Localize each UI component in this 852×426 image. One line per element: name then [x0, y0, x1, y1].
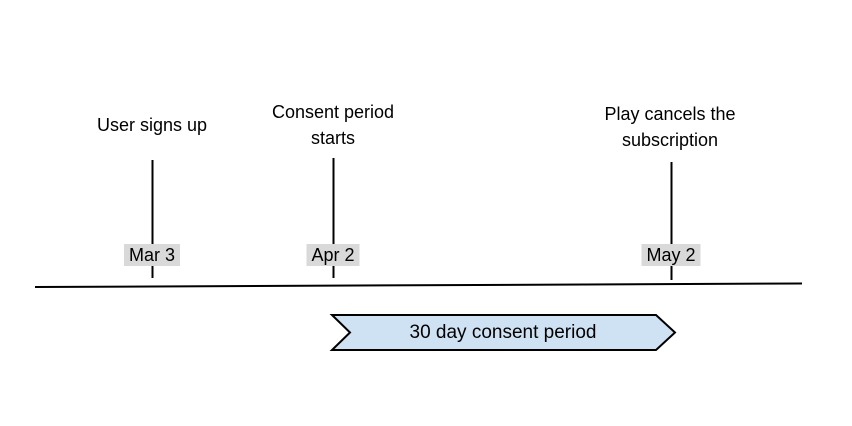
event-title-line: User signs up — [96, 115, 208, 135]
date-badge-apr2: Apr 2 — [306, 244, 360, 266]
date-badge-may2: May 2 — [641, 244, 701, 266]
timeline-axis — [34, 282, 803, 288]
event-title-consent-period-starts: Consent period starts — [223, 99, 443, 151]
consent-period-arrow — [329, 314, 677, 351]
event-title-play-cancels-subscription: Play cancels the subscription — [560, 101, 780, 153]
event-title-line: starts — [310, 128, 355, 148]
event-title-line: Play cancels the — [604, 104, 736, 124]
event-title-line: Consent period — [271, 102, 395, 122]
date-badge-mar3: Mar 3 — [123, 244, 181, 266]
event-title-line: subscription — [621, 130, 719, 150]
consent-period-arrow-label: 30 day consent period — [409, 321, 597, 343]
event-title-user-signs-up: User signs up — [42, 112, 262, 138]
